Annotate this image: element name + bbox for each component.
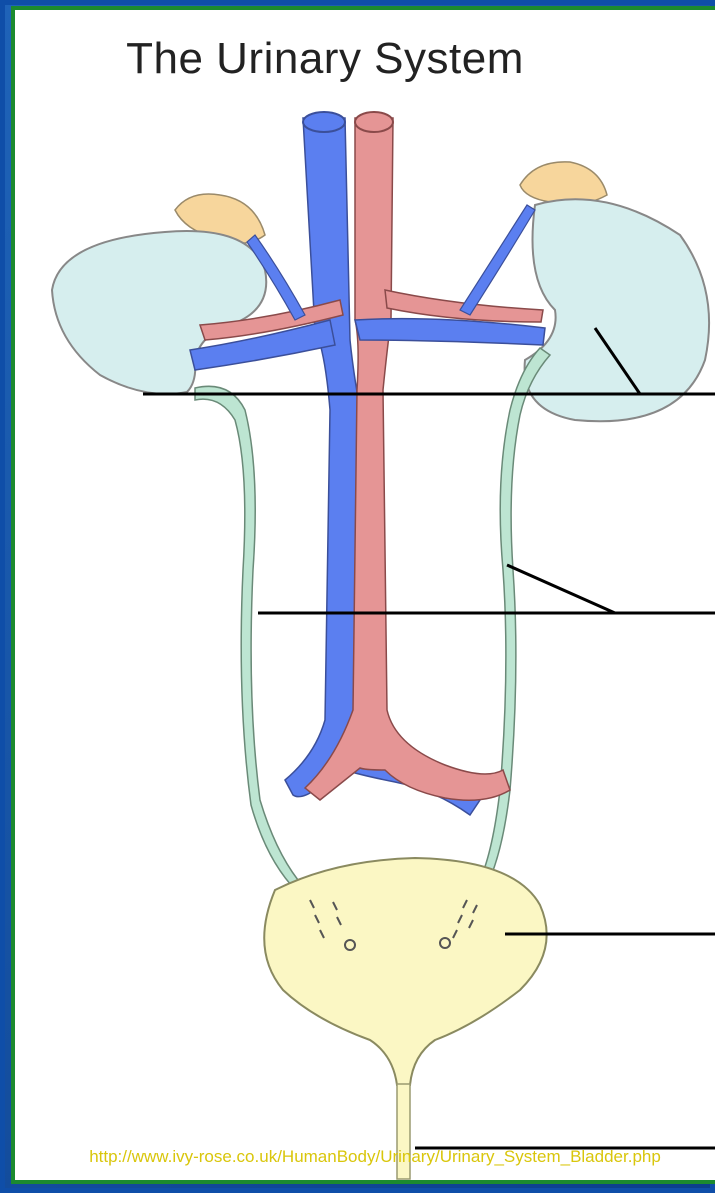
left-kidney (52, 231, 266, 394)
vena-cava-opening (303, 112, 345, 132)
source-url[interactable]: http://www.ivy-rose.co.uk/HumanBody/Urin… (75, 1147, 675, 1166)
right-adrenal-gland (520, 162, 607, 205)
right-kidney (525, 199, 710, 421)
urinary-system-diagram (15, 10, 715, 1184)
diagram-panel: The Urinary System (11, 6, 715, 1184)
left-ureter (195, 386, 298, 885)
right-adrenal-vessel (460, 205, 535, 315)
right-ureter (480, 348, 550, 883)
urinary-bladder (264, 858, 546, 1085)
aorta-opening (355, 112, 393, 132)
